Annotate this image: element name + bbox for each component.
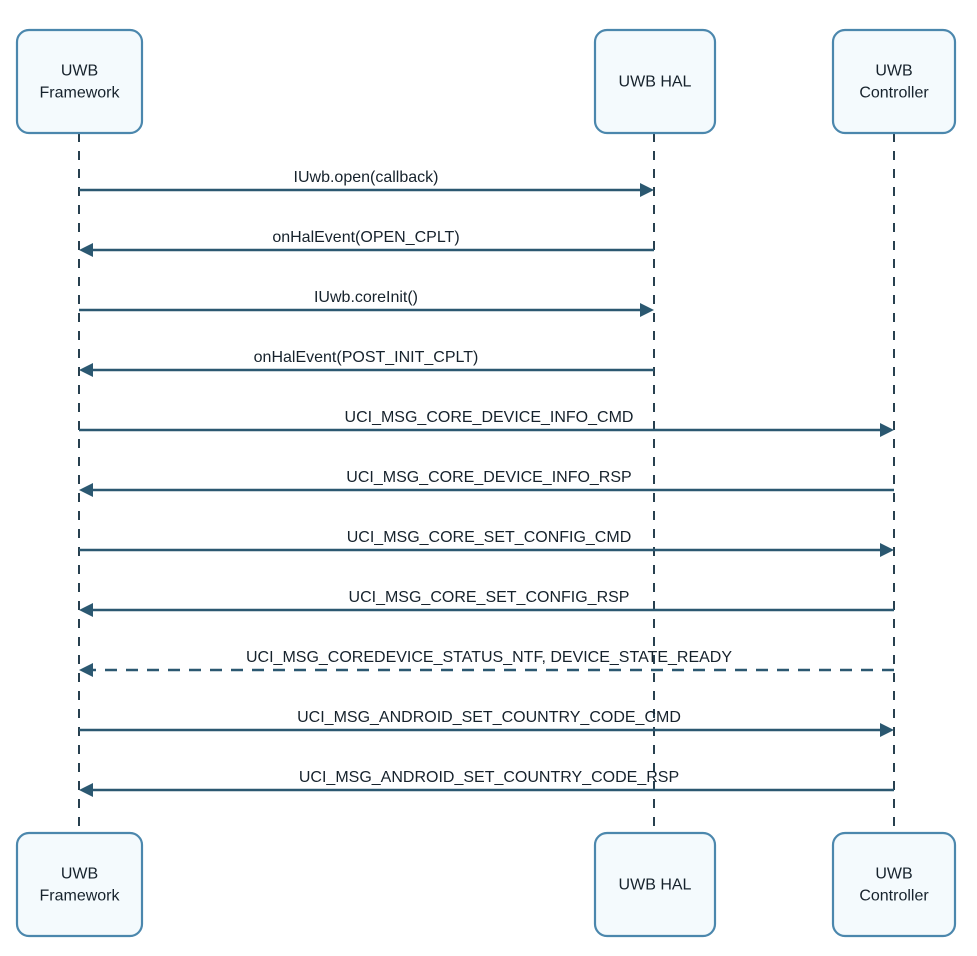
message-arrowhead-8 xyxy=(79,603,93,617)
message-arrowhead-10 xyxy=(880,723,894,737)
message-6[interactable]: UCI_MSG_CORE_DEVICE_INFO_RSP xyxy=(79,469,894,497)
message-label-3: IUwb.coreInit() xyxy=(314,289,418,306)
message-5[interactable]: UCI_MSG_CORE_DEVICE_INFO_CMD xyxy=(79,409,894,437)
participant-box-controller[interactable] xyxy=(831,28,957,135)
message-7[interactable]: UCI_MSG_CORE_SET_CONFIG_CMD xyxy=(79,529,894,557)
participant-label-framework-line2: Framework xyxy=(39,888,120,905)
participant-label-controller-line1: UWB xyxy=(875,866,912,883)
participant-hal-bottom[interactable]: UWB HAL xyxy=(593,831,717,938)
participant-label-controller-line1: UWB xyxy=(875,63,912,80)
message-2[interactable]: onHalEvent(OPEN_CPLT) xyxy=(79,229,654,257)
participant-box-hal[interactable] xyxy=(593,28,717,135)
participant-label-framework-line1: UWB xyxy=(61,866,98,883)
message-label-6: UCI_MSG_CORE_DEVICE_INFO_RSP xyxy=(346,469,631,486)
message-9[interactable]: UCI_MSG_COREDEVICE_STATUS_NTF, DEVICE_ST… xyxy=(79,649,894,677)
message-arrowhead-5 xyxy=(880,423,894,437)
message-arrowhead-7 xyxy=(880,543,894,557)
participant-controller-bottom[interactable]: UWB Controller xyxy=(831,831,957,938)
participant-box-framework[interactable] xyxy=(15,28,144,135)
message-1[interactable]: IUwb.open(callback) xyxy=(79,169,654,197)
message-arrowhead-9 xyxy=(79,663,93,677)
message-label-1: IUwb.open(callback) xyxy=(294,169,439,186)
message-label-2: onHalEvent(OPEN_CPLT) xyxy=(272,229,459,246)
participant-label-controller-line2: Controller xyxy=(859,85,929,102)
messages-layer: IUwb.open(callback) onHalEvent(OPEN_CPLT)… xyxy=(79,169,894,797)
participant-controller-top[interactable]: UWB Controller xyxy=(831,28,957,135)
participant-label-hal-line1: UWB HAL xyxy=(619,74,692,91)
message-3[interactable]: IUwb.coreInit() xyxy=(79,289,654,317)
message-arrowhead-4 xyxy=(79,363,93,377)
message-label-4: onHalEvent(POST_INIT_CPLT) xyxy=(254,349,479,366)
message-label-11: UCI_MSG_ANDROID_SET_COUNTRY_CODE_RSP xyxy=(299,769,679,786)
message-4[interactable]: onHalEvent(POST_INIT_CPLT) xyxy=(79,349,654,377)
message-10[interactable]: UCI_MSG_ANDROID_SET_COUNTRY_CODE_CMD xyxy=(79,709,894,737)
participant-box-hal[interactable] xyxy=(593,831,717,938)
message-label-8: UCI_MSG_CORE_SET_CONFIG_RSP xyxy=(349,589,630,606)
participant-label-framework-line1: UWB xyxy=(61,63,98,80)
message-label-9: UCI_MSG_COREDEVICE_STATUS_NTF, DEVICE_ST… xyxy=(246,649,732,666)
message-label-10: UCI_MSG_ANDROID_SET_COUNTRY_CODE_CMD xyxy=(297,709,681,726)
message-arrowhead-2 xyxy=(79,243,93,257)
participant-label-framework-line2: Framework xyxy=(39,85,120,102)
message-8[interactable]: UCI_MSG_CORE_SET_CONFIG_RSP xyxy=(79,589,894,617)
participant-hal-top[interactable]: UWB HAL xyxy=(593,28,717,135)
message-11[interactable]: UCI_MSG_ANDROID_SET_COUNTRY_CODE_RSP xyxy=(79,769,894,797)
participant-box-controller[interactable] xyxy=(831,831,957,938)
participant-framework-bottom[interactable]: UWB Framework xyxy=(15,831,144,938)
message-label-5: UCI_MSG_CORE_DEVICE_INFO_CMD xyxy=(345,409,634,426)
message-arrowhead-6 xyxy=(79,483,93,497)
message-arrowhead-3 xyxy=(640,303,654,317)
participant-framework-top[interactable]: UWB Framework xyxy=(15,28,144,135)
participant-box-framework[interactable] xyxy=(15,831,144,938)
participant-label-controller-line2: Controller xyxy=(859,888,929,905)
participant-label-hal-line1: UWB HAL xyxy=(619,877,692,894)
message-arrowhead-11 xyxy=(79,783,93,797)
message-arrowhead-1 xyxy=(640,183,654,197)
message-label-7: UCI_MSG_CORE_SET_CONFIG_CMD xyxy=(347,529,632,546)
